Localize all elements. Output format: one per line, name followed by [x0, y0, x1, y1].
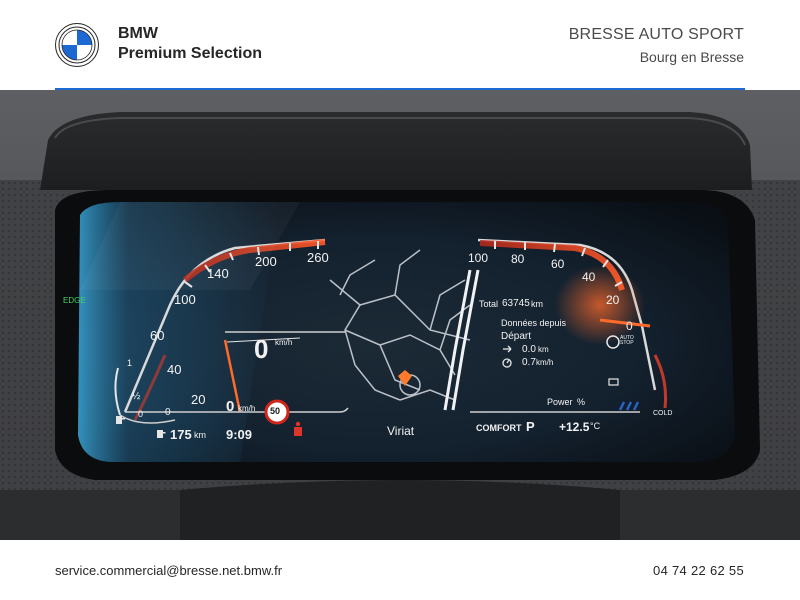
speed-tick-260: 260	[307, 250, 329, 265]
speed-tick-140: 140	[207, 266, 229, 281]
speed-tick-20: 20	[191, 392, 206, 407]
clock: 9:09	[226, 427, 253, 442]
outside-temp: +12.5	[559, 420, 590, 434]
trip-since-label: Données depuis	[501, 318, 567, 328]
drive-mode: COMFORT	[476, 423, 522, 433]
speed-tick-0: 0	[165, 407, 171, 418]
trip-avg-speed: 0.7	[522, 357, 536, 368]
power-tick-100: 100	[468, 251, 489, 265]
secondary-speed: 0	[226, 398, 235, 415]
header-divider	[55, 88, 745, 90]
outside-temp-unit: °C	[590, 421, 601, 431]
temp-cold-label: COLD	[653, 410, 673, 417]
speed-tick-200: 200	[255, 254, 277, 269]
speed-tick-100: 100	[174, 292, 196, 307]
mode-indicator: EDGE	[63, 296, 86, 305]
fuel-range-unit: km	[194, 430, 206, 440]
fuel-empty-mark: 0	[138, 409, 144, 419]
auto-stop-label: AUTO STOP	[620, 335, 634, 346]
trip-total-label: Total	[479, 299, 499, 309]
power-tick-0: 0	[626, 319, 633, 333]
contact-phone-link[interactable]: 04 74 22 62 55	[653, 563, 744, 578]
trip-distance: 0.0	[522, 344, 536, 355]
contact-email-link[interactable]: service.commercial@bresse.net.bmw.fr	[55, 563, 283, 578]
trip-total-unit: km	[531, 299, 543, 309]
current-speed-unit: km/h	[275, 338, 293, 347]
speed-tick-60: 60	[150, 328, 165, 343]
brand-name: BMW	[118, 25, 158, 42]
power-tick-20: 20	[606, 293, 620, 307]
dealer-name: BRESSE AUTO SPORT	[568, 26, 744, 43]
trip-distance-unit: km	[538, 345, 549, 354]
nav-location: Viriat	[387, 424, 415, 438]
power-tick-80: 80	[511, 252, 525, 266]
fuel-half-mark: ½	[132, 391, 141, 402]
speed-tick-40: 40	[167, 362, 182, 377]
secondary-speed-unit: km/h	[238, 404, 256, 413]
power-label: Power	[547, 397, 573, 407]
dealer-footer: service.commercial@bresse.net.bmw.fr 04 …	[0, 540, 800, 600]
gear-indicator: P	[526, 419, 535, 434]
trip-avg-speed-unit: km/h	[536, 358, 554, 367]
brand-subtitle: Premium Selection	[118, 45, 263, 62]
instrument-cluster-photo	[0, 90, 800, 540]
vehicle-photo: 260 200 140 100 60 40 20 0 0 km/h 0 km/h…	[0, 90, 800, 540]
fuel-full-mark: 1	[127, 358, 133, 368]
power-tick-60: 60	[551, 257, 565, 271]
power-unit: %	[577, 397, 586, 407]
speed-limit-sign: 50	[270, 406, 281, 416]
fuel-range: 175	[170, 427, 192, 442]
dealer-city: Bourg en Bresse	[639, 49, 744, 65]
trip-total-value: 63745	[502, 298, 530, 309]
current-speed: 0	[254, 334, 269, 364]
dealer-header: BMW Premium Selection BRESSE AUTO SPORT …	[0, 0, 800, 90]
trip-since-value: Départ	[501, 331, 532, 342]
power-tick-40: 40	[582, 270, 596, 284]
bmw-roundel-icon[interactable]	[55, 23, 99, 67]
